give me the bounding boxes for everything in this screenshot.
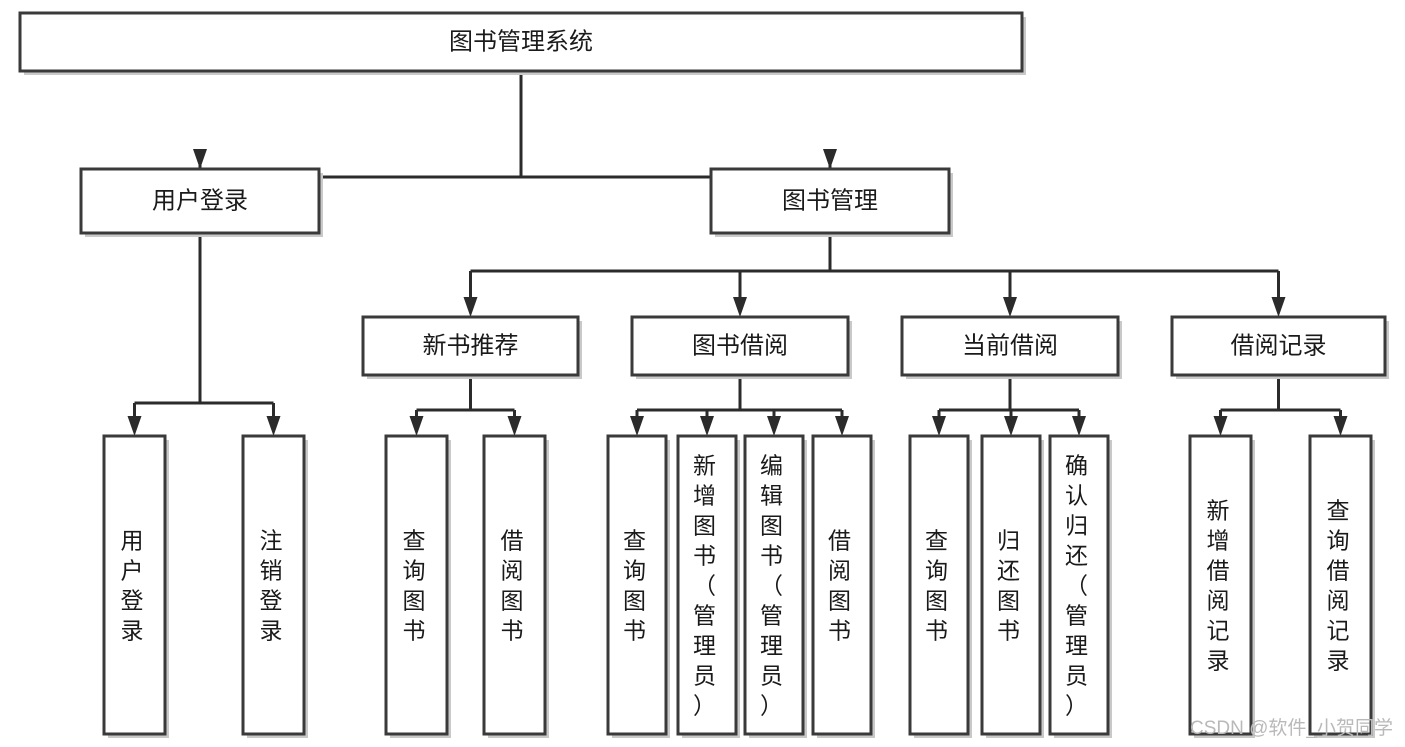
- node-label: 查询借阅记录: [1327, 497, 1355, 673]
- node-box[interactable]: [1308, 434, 1373, 736]
- node-box[interactable]: [1188, 434, 1253, 736]
- node-box[interactable]: [676, 434, 738, 736]
- node-box[interactable]: [1048, 434, 1110, 736]
- node-leaf-newbook-1[interactable]: 查询图书: [384, 434, 451, 738]
- node-label: 图书管理: [782, 187, 878, 214]
- node-leaf-records-1[interactable]: 新增借阅记录: [1188, 434, 1255, 738]
- node-label: 图书管理系统: [449, 28, 593, 55]
- edge-arrowhead-leaf-borrow-3: [767, 416, 781, 436]
- edge-arrowhead-leaf-borrow-1: [630, 416, 644, 436]
- node-leaf-current-2[interactable]: 归还图书: [980, 434, 1044, 738]
- node-box[interactable]: [630, 315, 850, 377]
- node-label: 新增图书（管理员）: [693, 452, 721, 718]
- node-label: 图书借阅: [692, 332, 788, 359]
- edge-arrowhead-leaf-login-2: [266, 416, 281, 436]
- node-login[interactable]: 用户登录: [79, 167, 323, 237]
- node-label: 查询图书: [623, 527, 651, 643]
- node-leaf-borrow-1[interactable]: 查询图书: [606, 434, 670, 738]
- node-box[interactable]: [18, 11, 1024, 73]
- node-bookmgmt[interactable]: 图书管理: [709, 167, 953, 237]
- node-label: 用户登录: [152, 187, 248, 214]
- node-leaf-current-1[interactable]: 查询图书: [908, 434, 972, 738]
- edges-layer: [127, 71, 1348, 436]
- edge-arrowhead-leaf-borrow-4: [835, 416, 849, 436]
- node-box[interactable]: [482, 434, 547, 736]
- node-newbook[interactable]: 新书推荐: [361, 315, 582, 379]
- node-label: 借阅图书: [501, 527, 529, 643]
- edge-arrowhead-bookmgmt: [823, 149, 837, 169]
- node-leaf-borrow-3[interactable]: 编辑图书（管理员）: [743, 434, 807, 738]
- edge-arrowhead-leaf-newbook-1: [409, 416, 424, 436]
- node-label: 新书推荐: [423, 332, 519, 359]
- edge-arrowhead-leaf-records-1: [1213, 416, 1228, 436]
- edge-arrowhead-newbook: [463, 297, 478, 317]
- node-leaf-login-2[interactable]: 注销登录: [241, 434, 308, 738]
- node-box[interactable]: [1170, 315, 1387, 377]
- node-box[interactable]: [709, 167, 951, 235]
- node-current[interactable]: 当前借阅: [900, 315, 1122, 379]
- edge-arrowhead-leaf-login-1: [127, 416, 142, 436]
- node-root[interactable]: 图书管理系统: [18, 11, 1026, 75]
- node-box[interactable]: [908, 434, 970, 736]
- node-leaf-newbook-2[interactable]: 借阅图书: [482, 434, 549, 738]
- node-label: 查询图书: [925, 527, 953, 643]
- edge-arrowhead-leaf-borrow-2: [700, 416, 714, 436]
- node-box[interactable]: [241, 434, 306, 736]
- node-label: 当前借阅: [962, 332, 1058, 359]
- edge-arrowhead-leaf-newbook-2: [507, 416, 522, 436]
- node-label: 用户登录: [121, 527, 149, 643]
- edge-arrowhead-leaf-current-1: [932, 416, 946, 436]
- node-leaf-borrow-2[interactable]: 新增图书（管理员）: [676, 434, 740, 738]
- node-label: 借阅图书: [828, 527, 856, 643]
- edge-arrowhead-borrow: [733, 297, 747, 317]
- node-label: 归还图书: [997, 527, 1025, 643]
- edge-arrowhead-leaf-records-2: [1333, 416, 1348, 436]
- node-box[interactable]: [980, 434, 1042, 736]
- node-box[interactable]: [102, 434, 167, 736]
- edge-arrowhead-records: [1271, 297, 1286, 317]
- node-leaf-login-1[interactable]: 用户登录: [102, 434, 169, 738]
- node-box[interactable]: [811, 434, 873, 736]
- edge-arrowhead-leaf-current-2: [1004, 416, 1018, 436]
- edge-arrowhead-current: [1003, 297, 1017, 317]
- node-box[interactable]: [361, 315, 580, 377]
- node-label: 新增借阅记录: [1207, 497, 1235, 673]
- node-records[interactable]: 借阅记录: [1170, 315, 1389, 379]
- node-box[interactable]: [606, 434, 668, 736]
- node-leaf-borrow-4[interactable]: 借阅图书: [811, 434, 875, 738]
- node-label: 借阅记录: [1231, 332, 1327, 359]
- node-label: 确认归还（管理员）: [1065, 452, 1093, 718]
- node-box[interactable]: [900, 315, 1120, 377]
- node-box[interactable]: [79, 167, 321, 235]
- node-label: 编辑图书（管理员）: [760, 452, 788, 718]
- node-label: 查询图书: [403, 527, 431, 643]
- node-leaf-records-2[interactable]: 查询借阅记录: [1308, 434, 1375, 738]
- node-box[interactable]: [384, 434, 449, 736]
- node-label: 注销登录: [260, 527, 288, 643]
- node-borrow[interactable]: 图书借阅: [630, 315, 852, 379]
- node-leaf-current-3[interactable]: 确认归还（管理员）: [1048, 434, 1112, 738]
- node-box[interactable]: [743, 434, 805, 736]
- edge-arrowhead-leaf-current-3: [1072, 416, 1086, 436]
- edge-arrowhead-login: [193, 149, 207, 169]
- nodes-layer: 图书管理系统用户登录图书管理新书推荐图书借阅当前借阅借阅记录用户登录注销登录查询…: [18, 11, 1389, 738]
